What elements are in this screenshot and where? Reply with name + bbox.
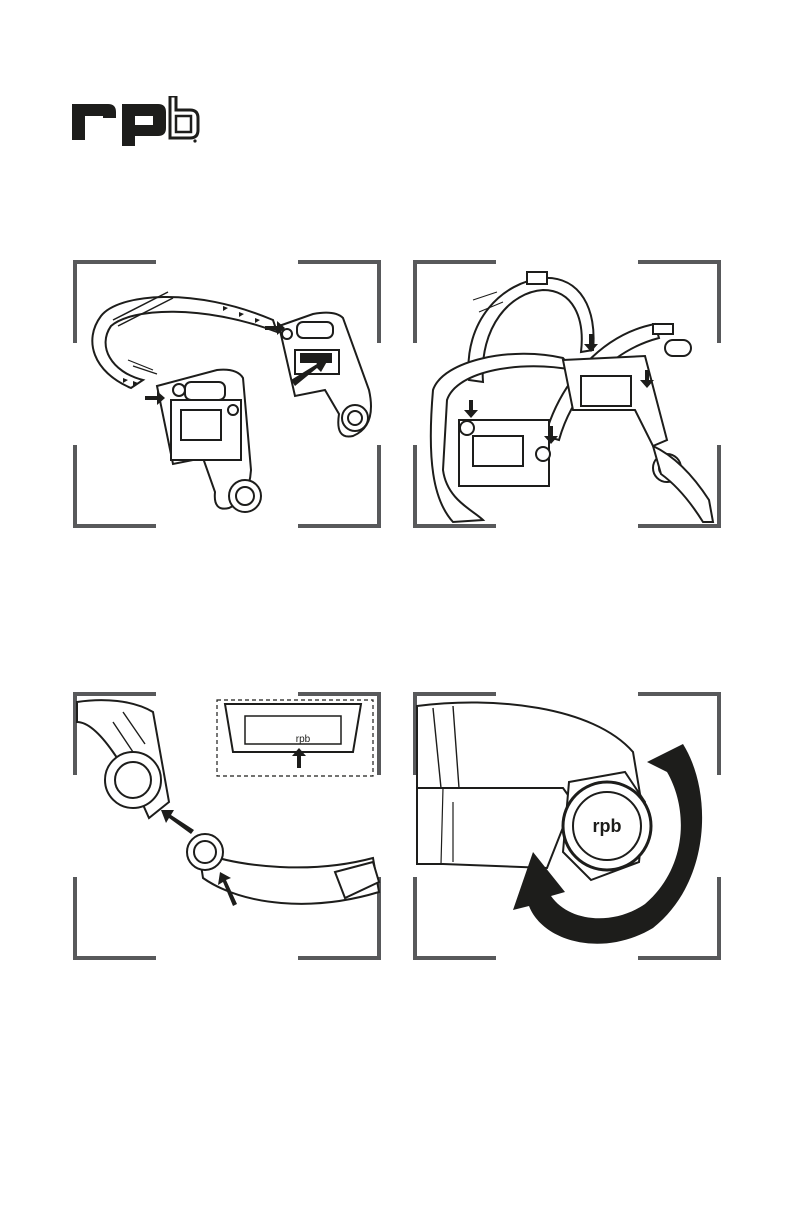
inset-box: rpb [217, 700, 373, 776]
rpb-logo [70, 96, 200, 148]
headband-strap [92, 292, 277, 388]
ring-clip [187, 834, 379, 904]
step-3-panel: rpb [73, 692, 381, 960]
left-bracket [157, 370, 261, 512]
step-1-panel [73, 260, 381, 528]
step-2-panel [413, 260, 721, 528]
svg-text:rpb: rpb [593, 816, 622, 836]
step-4-panel: rpb [413, 692, 721, 960]
right-bracket [279, 313, 371, 437]
svg-text:rpb: rpb [296, 734, 311, 745]
bracket-end [77, 700, 169, 818]
